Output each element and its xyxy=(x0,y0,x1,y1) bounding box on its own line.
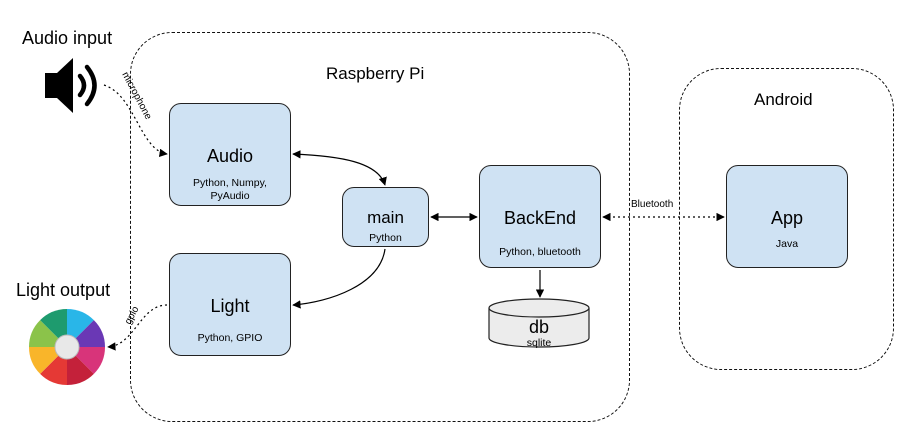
edge-main-light xyxy=(292,248,386,309)
edge-label-microphone: microphone xyxy=(119,70,153,122)
edge-microphone xyxy=(103,84,168,158)
main-node-title: main xyxy=(367,208,404,227)
audio-node-subtitle-1: Python, Numpy, xyxy=(193,177,267,189)
light-node-title: Light xyxy=(210,296,250,316)
backend-node: BackEnd Python, bluetooth xyxy=(479,165,601,268)
db-cylinder xyxy=(488,298,590,348)
backend-node-title: BackEnd xyxy=(503,208,577,228)
edge-label-gpio: gpio xyxy=(123,304,142,326)
backend-node-subtitle: Python, bluetooth xyxy=(499,246,581,258)
raspberry-pi-title: Raspberry Pi xyxy=(326,64,425,83)
main-node-subtitle: Python xyxy=(369,232,402,244)
android-title: Android xyxy=(754,90,813,109)
speaker-icon xyxy=(45,58,97,113)
app-node: App Java xyxy=(726,165,848,268)
edge-label-bluetooth: Bluetooth xyxy=(631,199,673,210)
color-wheel-icon xyxy=(29,309,105,385)
db-subtitle: sqlite xyxy=(527,337,552,349)
raspberry-pi-container xyxy=(130,32,630,422)
edge-audio-main xyxy=(292,150,387,186)
db-title: db xyxy=(529,317,549,337)
audio-input-label: Audio input xyxy=(22,28,113,48)
audio-node-title: Audio xyxy=(206,146,254,166)
app-node-subtitle: Java xyxy=(775,238,799,250)
light-output-label: Light output xyxy=(16,280,111,300)
light-node: Light Python, GPIO xyxy=(169,253,291,356)
audio-node: Audio Python, Numpy, PyAudio xyxy=(169,103,291,206)
app-node-title: App xyxy=(770,208,804,228)
main-node: main Python xyxy=(342,187,429,247)
audio-node-subtitle-2: PyAudio xyxy=(210,190,250,202)
light-node-subtitle: Python, GPIO xyxy=(197,332,263,344)
